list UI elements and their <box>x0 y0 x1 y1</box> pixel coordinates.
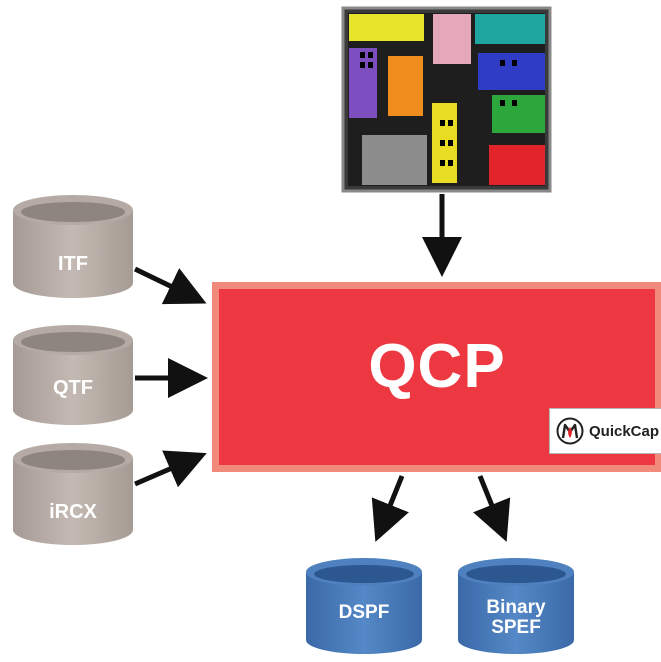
input-cylinder-itf <box>13 195 133 298</box>
itf-label: ITF <box>58 253 88 275</box>
output-cylinder-dspf <box>306 558 422 654</box>
dspf-label: DSPF <box>338 602 390 623</box>
input-cylinder-qtf <box>13 325 133 425</box>
arrow-qcp-to-dspf <box>371 475 409 542</box>
binary-spef-label: Binary SPEF <box>458 598 574 638</box>
arrow-itf-to-qcp <box>133 266 207 305</box>
ircx-label: iRCX <box>49 501 97 523</box>
arrow-qcp-to-binary-spef <box>473 475 511 542</box>
quickcap-logo-text: QuickCap <box>589 422 660 440</box>
quickcap-logo: QuickCap <box>549 408 661 454</box>
binary-spef-label-line2: SPEF <box>491 616 541 638</box>
qcp-box: QCP QuickCap <box>212 282 661 472</box>
binary-spef-label-line1: Binary <box>486 597 546 618</box>
output-cylinder-binary-spef <box>458 558 574 654</box>
arrow-ircx-to-qcp <box>134 450 207 488</box>
chip-layout-image <box>341 6 552 193</box>
qcp-title: QCP <box>368 332 506 401</box>
input-cylinder-ircx <box>13 443 133 545</box>
quickcap-logo-icon <box>556 417 584 445</box>
qtf-label: QTF <box>53 377 93 399</box>
